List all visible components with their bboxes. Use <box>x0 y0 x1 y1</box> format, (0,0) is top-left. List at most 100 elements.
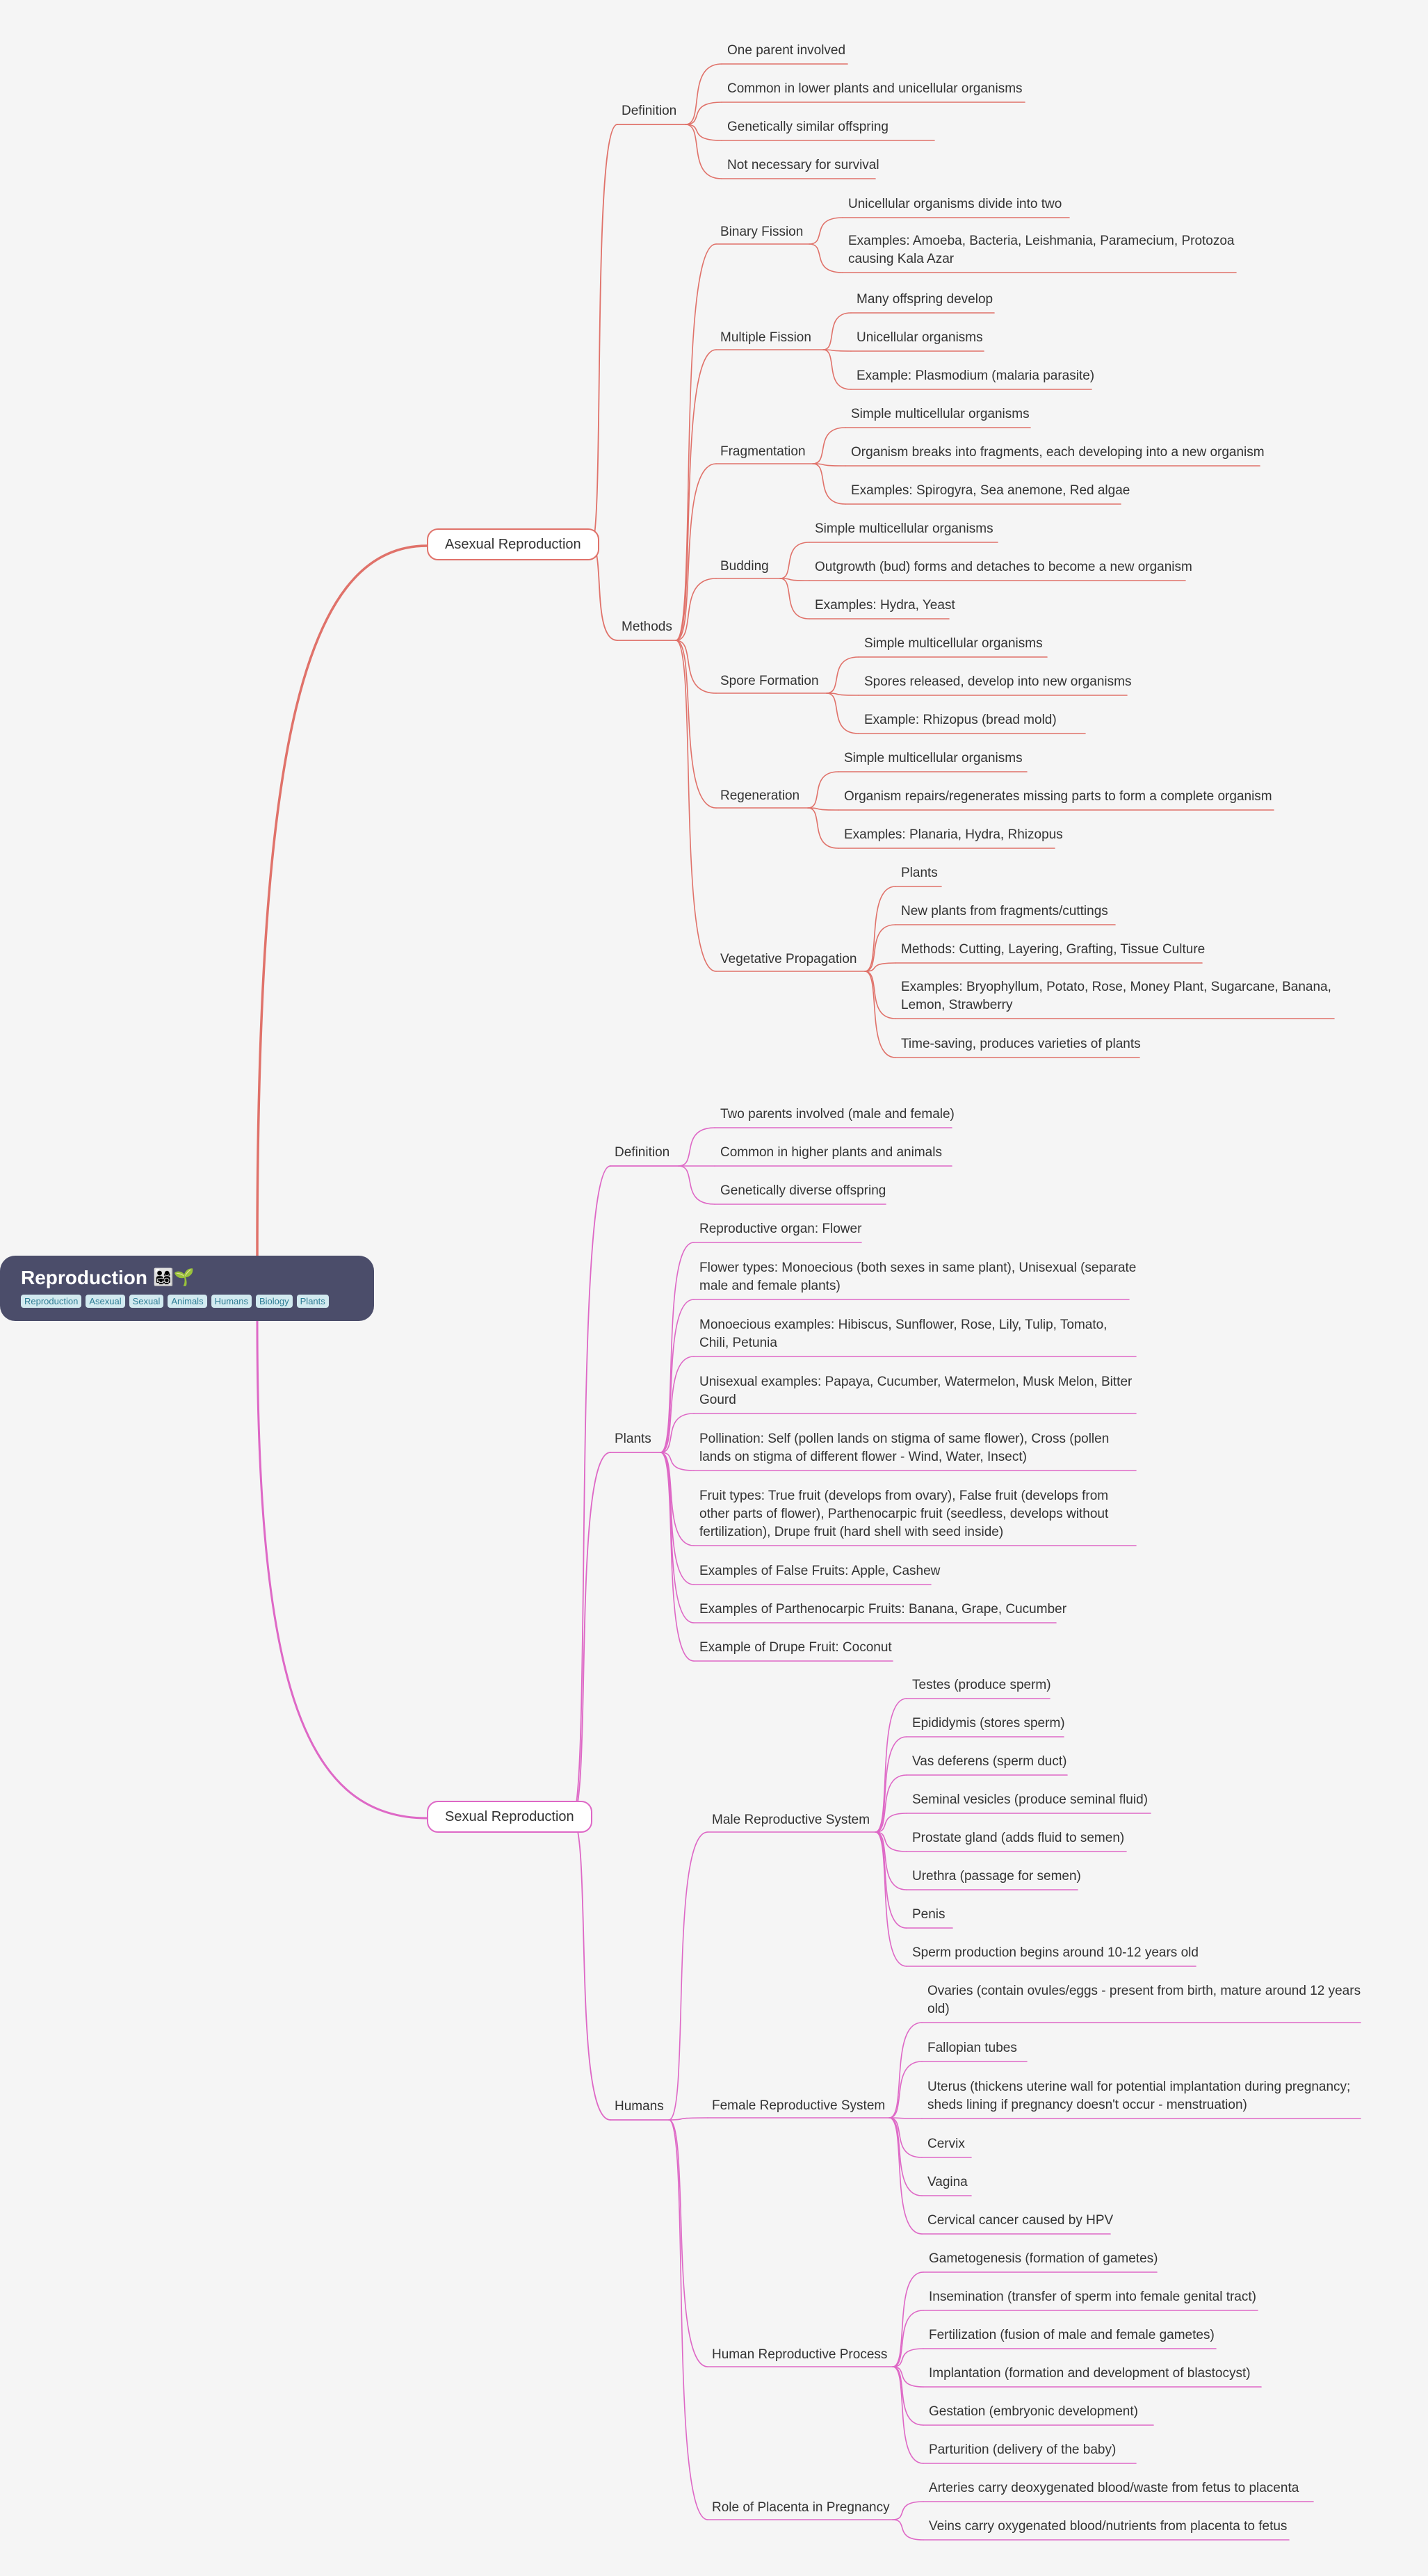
tag[interactable]: Reproduction <box>21 1295 82 1308</box>
leaf-topic[interactable]: Parturition (delivery of the baby) <box>929 2443 1117 2457</box>
leaf-topic[interactable]: Unicellular organisms <box>857 330 983 345</box>
asexual-reproduction-topic[interactable]: Asexual Reproduction <box>427 528 599 560</box>
leaf-topic[interactable]: Epididymis (stores sperm) <box>912 1716 1065 1731</box>
definition-topic[interactable]: Definition <box>622 104 677 118</box>
leaf-topic[interactable]: Simple multicellular organisms <box>844 751 1023 765</box>
multiple-fission-topic[interactable]: Multiple Fission <box>720 330 811 345</box>
connector-line <box>590 124 618 546</box>
leaf-topic[interactable]: Cervical cancer caused by HPV <box>927 2213 1114 2228</box>
leaf-topic[interactable]: Unisexual examples: Papaya, Cucumber, Wa… <box>699 1375 1133 1407</box>
leaf-topic[interactable]: New plants from fragments/cuttings <box>901 904 1108 918</box>
leaf-topic[interactable]: Uterus (thickens uterine wall for potent… <box>927 2080 1351 2112</box>
tag[interactable]: Asexual <box>86 1295 125 1308</box>
connector-line <box>660 1452 695 1471</box>
connector-line <box>809 243 843 273</box>
leaf-topic[interactable]: Example of Drupe Fruit: Coconut <box>699 1640 892 1655</box>
leaf-topic[interactable]: Ovaries (contain ovules/eggs - present f… <box>927 1984 1361 2016</box>
leaf-topic[interactable]: Arteries carry deoxygenated blood/waste … <box>929 2481 1299 2495</box>
female-reproductive-system-topic[interactable]: Female Reproductive System <box>712 2098 886 2113</box>
leaf-topic[interactable]: Insemination (transfer of sperm into fem… <box>929 2290 1256 2304</box>
leaf-topic[interactable]: Unicellular organisms divide into two <box>848 197 1062 211</box>
leaf-topic[interactable]: Examples of Parthenocarpic Fruits: Banan… <box>699 1602 1067 1617</box>
connector-line <box>678 1165 715 1205</box>
budding-topic[interactable]: Budding <box>720 559 769 574</box>
human-reproductive-process-topic[interactable]: Human Reproductive Process <box>712 2347 888 2362</box>
leaf-topic[interactable]: Example: Plasmodium (malaria parasite) <box>857 368 1095 383</box>
leaf-topic[interactable]: Spores released, develop into new organi… <box>864 674 1132 689</box>
leaf-topic[interactable]: Examples: Bryophyllum, Potato, Rose, Mon… <box>901 980 1331 1012</box>
methods-topic[interactable]: Methods <box>622 619 672 634</box>
sexual-reproduction-topic[interactable]: Sexual Reproduction <box>427 1801 592 1833</box>
leaf-topic[interactable]: Genetically similar offspring <box>727 120 889 134</box>
tag[interactable]: Plants <box>296 1295 329 1308</box>
connector-line <box>807 771 839 809</box>
leaf-topic[interactable]: Testes (produce sperm) <box>912 1678 1051 1692</box>
regeneration-topic[interactable]: Regeneration <box>720 788 800 803</box>
connector-line <box>660 1356 695 1453</box>
male-reproductive-system-topic[interactable]: Male Reproductive System <box>712 1813 870 1827</box>
tag[interactable]: Sexual <box>129 1295 164 1308</box>
leaf-topic[interactable]: Seminal vesicles (produce seminal fluid) <box>912 1792 1148 1807</box>
leaf-topic[interactable]: Examples: Spirogyra, Sea anemone, Red al… <box>851 483 1130 498</box>
vegetative-propagation-topic[interactable]: Vegetative Propagation <box>720 952 857 966</box>
connector-line <box>864 962 896 972</box>
connector-line <box>889 2117 923 2119</box>
leaf-topic[interactable]: Fertilization (fusion of male and female… <box>929 2328 1215 2342</box>
tag-list: Reproduction Asexual Sexual Animals Huma… <box>21 1295 353 1308</box>
leaf-topic[interactable]: Gestation (embryonic development) <box>929 2404 1138 2419</box>
leaf-topic[interactable]: Sperm production begins around 10-12 yea… <box>912 1945 1199 1960</box>
leaf-topic[interactable]: Monoecious examples: Hibiscus, Sunflower… <box>699 1318 1107 1350</box>
leaf-topic[interactable]: Veins carry oxygenated blood/nutrients f… <box>929 2519 1288 2534</box>
leaf-topic[interactable]: Common in higher plants and animals <box>720 1145 942 1160</box>
leaf-topic[interactable]: Methods: Cutting, Layering, Grafting, Ti… <box>901 942 1206 957</box>
tag[interactable]: Humans <box>211 1295 252 1308</box>
leaf-topic[interactable]: Simple multicellular organisms <box>851 407 1030 421</box>
connector-line <box>892 2501 924 2520</box>
humans-topic[interactable]: Humans <box>615 2099 664 2114</box>
connector-line <box>892 2519 924 2541</box>
leaf-topic[interactable]: Organism repairs/regenerates missing par… <box>844 789 1272 804</box>
fragmentation-topic[interactable]: Fragmentation <box>720 444 806 459</box>
leaf-topic[interactable]: Implantation (formation and development … <box>929 2366 1251 2381</box>
leaf-topic[interactable]: Example: Rhizopus (bread mold) <box>864 713 1057 727</box>
connector-line <box>864 886 896 972</box>
leaf-topic[interactable]: Fruit types: True fruit (develops from o… <box>699 1489 1109 1539</box>
leaf-topic[interactable]: Fallopian tubes <box>927 2041 1017 2055</box>
tag[interactable]: Animals <box>168 1295 207 1308</box>
leaf-topic[interactable]: Simple multicellular organisms <box>815 521 993 536</box>
leaf-topic[interactable]: Many offspring develop <box>857 292 993 307</box>
leaf-topic[interactable]: Common in lower plants and unicellular o… <box>727 81 1023 96</box>
spore-formation-topic[interactable]: Spore Formation <box>720 674 819 688</box>
leaf-topic[interactable]: Gametogenesis (formation of gametes) <box>929 2251 1158 2266</box>
leaf-topic[interactable]: Cervix <box>927 2137 965 2151</box>
leaf-topic[interactable]: Examples of False Fruits: Apple, Cashew <box>699 1564 941 1578</box>
leaf-topic[interactable]: Examples: Amoeba, Bacteria, Leishmania, … <box>848 234 1235 266</box>
leaf-topic[interactable]: One parent involved <box>727 43 846 58</box>
tag[interactable]: Biology <box>256 1295 293 1308</box>
leaf-topic[interactable]: Examples: Hydra, Yeast <box>815 598 955 613</box>
leaf-topic[interactable]: Prostate gland (adds fluid to semen) <box>912 1831 1125 1845</box>
leaf-topic[interactable]: Urethra (passage for semen) <box>912 1869 1081 1884</box>
leaf-topic[interactable]: Pollination: Self (pollen lands on stigm… <box>699 1432 1110 1464</box>
leaf-topic[interactable]: Vagina <box>927 2175 968 2189</box>
role-of-placenta-topic[interactable]: Role of Placenta in Pregnancy <box>712 2500 890 2515</box>
leaf-topic[interactable]: Time-saving, produces varieties of plant… <box>901 1037 1141 1051</box>
binary-fission-topic[interactable]: Binary Fission <box>720 225 804 239</box>
leaf-topic[interactable]: Vas deferens (sperm duct) <box>912 1754 1067 1769</box>
leaf-topic[interactable]: Penis <box>912 1907 946 1922</box>
leaf-topic[interactable]: Examples: Planaria, Hydra, Rhizopus <box>844 827 1063 842</box>
leaf-topic[interactable]: Genetically diverse offspring <box>720 1183 886 1198</box>
leaf-topic[interactable]: Two parents involved (male and female) <box>720 1107 955 1121</box>
leaf-topic[interactable]: Flower types: Monoecious (both sexes in … <box>699 1261 1137 1293</box>
leaf-topic[interactable]: Plants <box>901 866 938 880</box>
root-topic[interactable]: Reproduction 👨‍👩‍👧‍👦🌱 Reproduction Asexu… <box>0 1256 374 1321</box>
connector-line <box>826 692 859 734</box>
definition-topic[interactable]: Definition <box>615 1145 670 1160</box>
leaf-topic[interactable]: Simple multicellular organisms <box>864 636 1043 651</box>
leaf-topic[interactable]: Not necessary for survival <box>727 158 879 172</box>
leaf-topic[interactable]: Reproductive organ: Flower <box>699 1222 862 1236</box>
connector-line <box>892 2310 924 2367</box>
leaf-topic[interactable]: Outgrowth (bud) forms and detaches to be… <box>815 560 1192 574</box>
leaf-topic[interactable]: Organism breaks into fragments, each dev… <box>851 445 1265 460</box>
plants-topic[interactable]: Plants <box>615 1432 651 1446</box>
